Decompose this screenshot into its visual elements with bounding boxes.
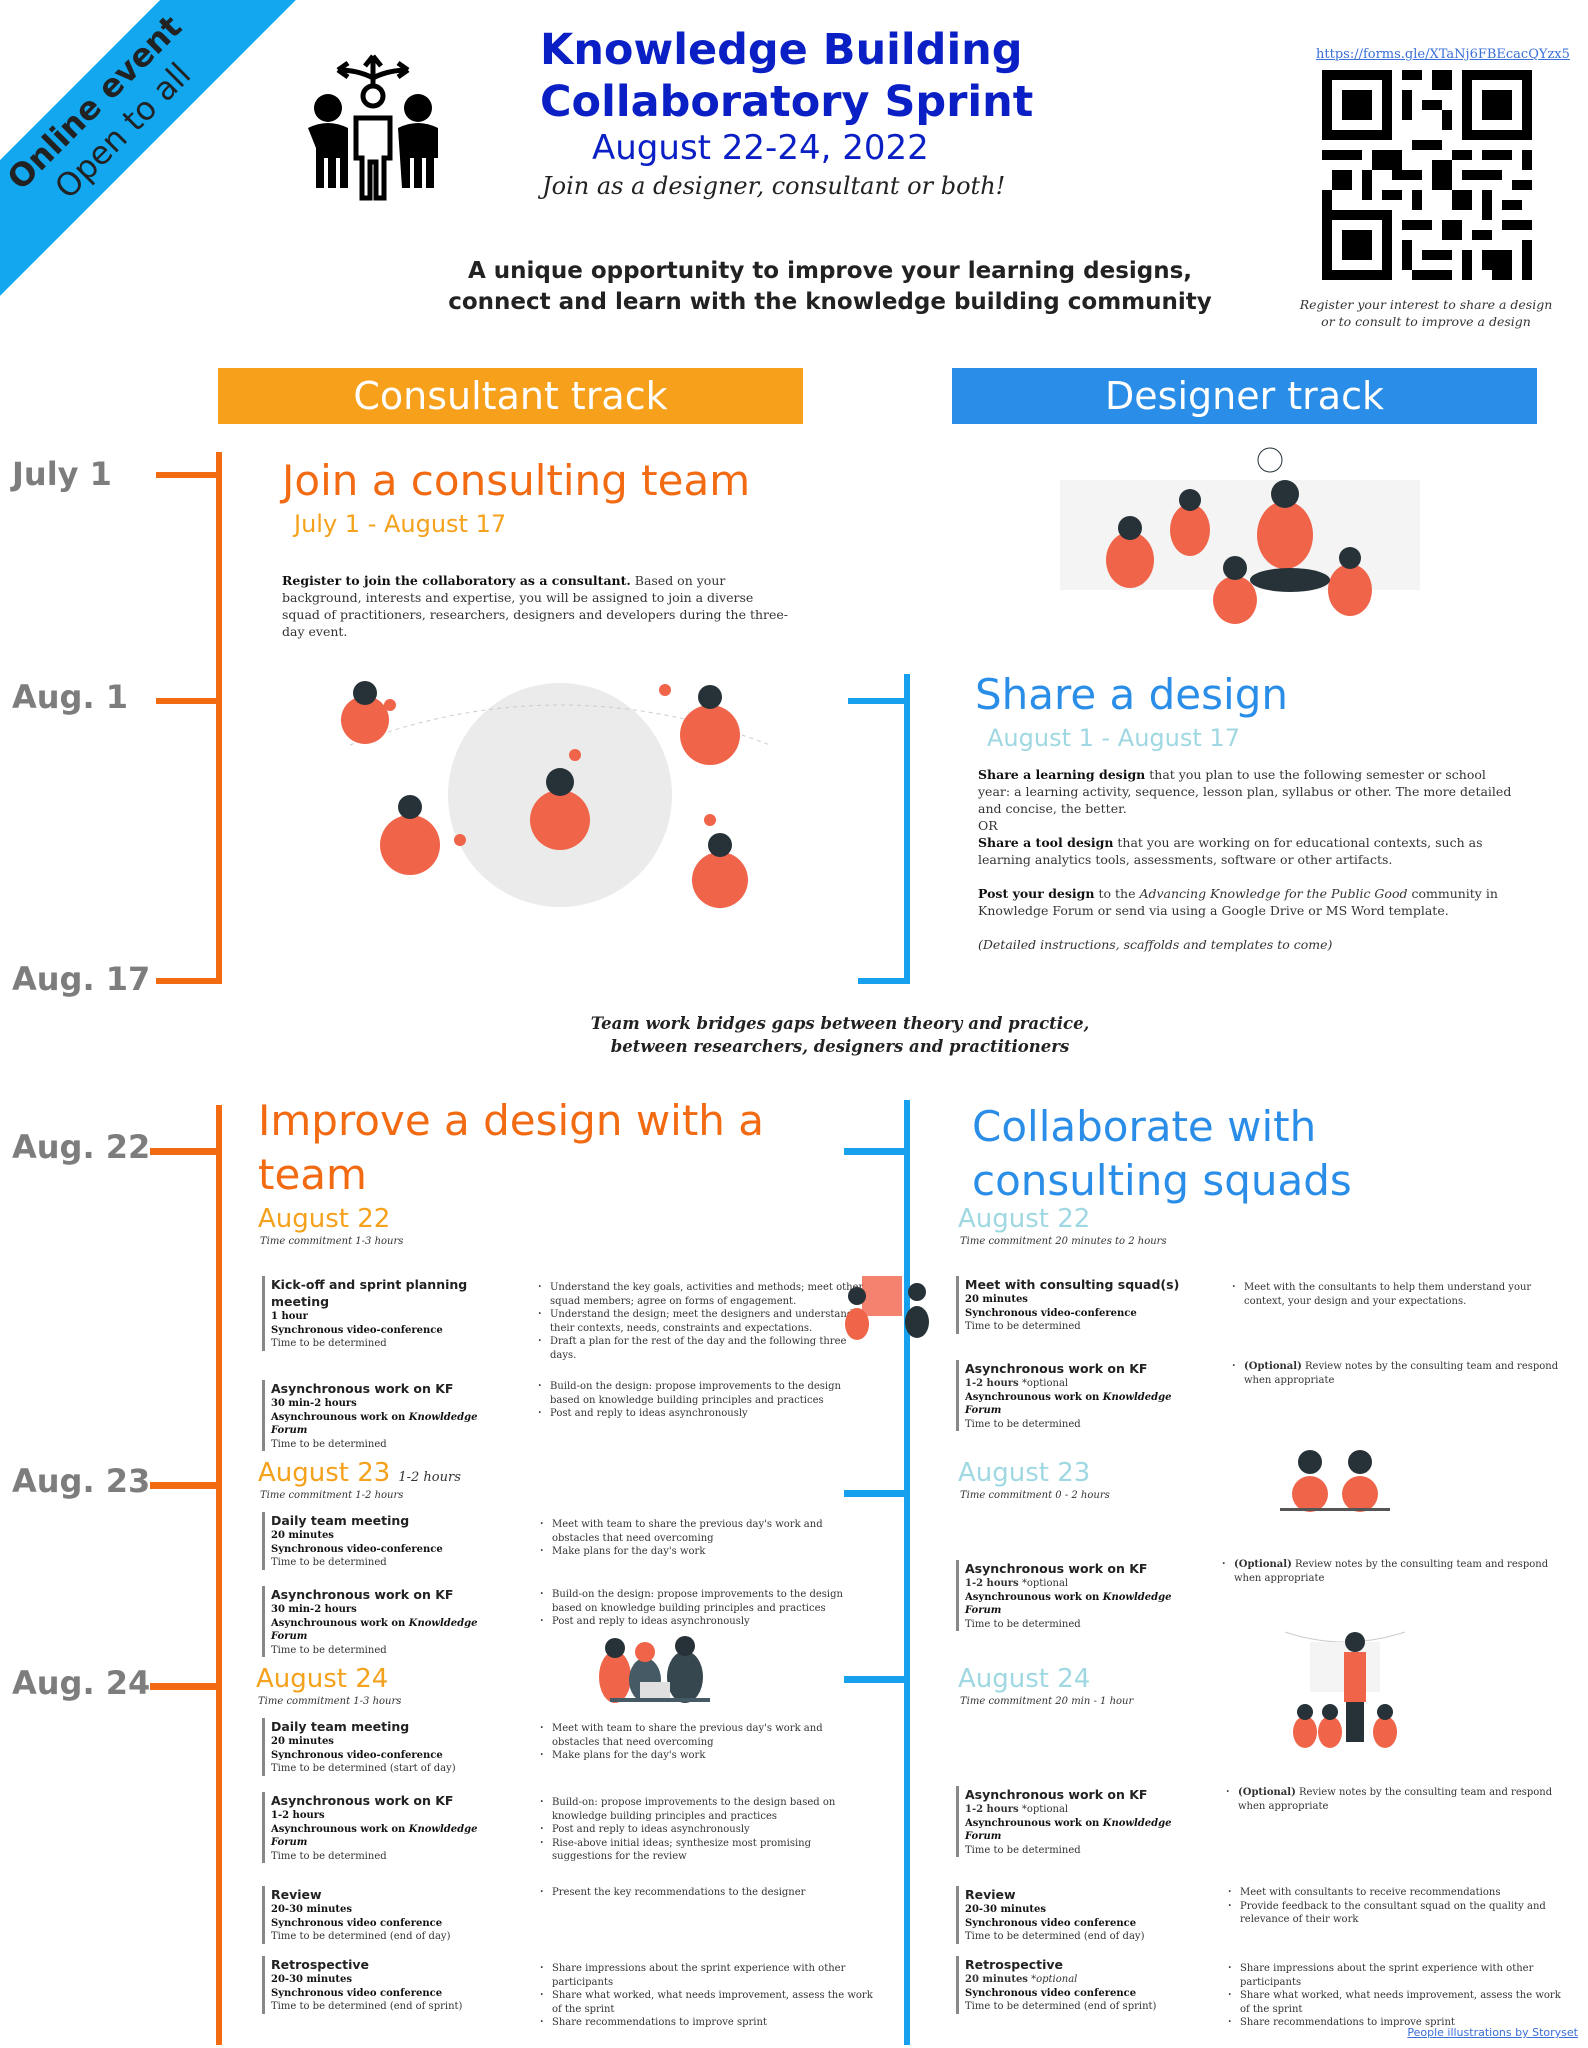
designer-day-aug-24: August 24 [958,1664,1091,1694]
activity-async-aug-22: Asynchronous work on KF 30 min-2 hours A… [262,1380,517,1451]
consultant-day-aug-22: August 22 [258,1204,391,1234]
share-design-dates: August 1 - August 17 [987,724,1240,752]
tick-july-1 [156,472,218,478]
registration-link[interactable]: https://forms.gle/XTaNj6FBEcacQYzx5 [1316,47,1570,62]
event-dates: August 22-24, 2022 [592,128,929,168]
activity-retrospective-consultant-bullets: Share impressions about the sprint exper… [540,1959,880,2030]
activity-async-aug-23-bullets: Build-on the design: propose improvement… [540,1585,870,1629]
activity-review-consultant: Review 20-30 minutes Synchronous video c… [262,1886,517,1944]
timeline-label-aug-17: Aug. 17 [12,960,151,998]
activity-retrospective-consultant: Retrospective 20-30 minutes Synchronous … [262,1956,517,2014]
tick-design-aug-24 [844,1676,906,1683]
team-puzzle-illustration [832,1266,942,1346]
tick-design-aug-22 [844,1148,906,1155]
join-team-description: Register to join the collaboratory as a … [282,573,789,639]
consultant-commitment-aug-23: Time commitment 1-2 hours [260,1490,404,1501]
tagline: A unique opportunity to improve your lea… [448,258,1212,315]
share-design-heading: Share a design [975,670,1288,719]
qr-code-icon[interactable] [1322,70,1532,280]
designer-day-aug-22: August 22 [958,1204,1091,1234]
consultant-timeline-bottom [216,1105,222,2045]
join-team-dates: July 1 - August 17 [294,510,507,538]
consultant-day-aug-24: August 24 [256,1664,389,1694]
team-directions-icon [298,48,448,208]
activity-async-design-aug-24: Asynchronous work on KF 1-2 hours *optio… [956,1786,1211,1857]
team-laptop-illustration [590,1632,720,1704]
classroom-illustration [1060,440,1420,630]
activity-review-consultant-bullets: Present the key recommendations to the d… [540,1883,870,1900]
activity-daily-meeting-aug-24-bullets: Meet with team to share the previous day… [540,1719,870,1763]
tick-design-aug-17 [858,978,906,984]
share-design-description: Share a learning design that you plan to… [978,767,1512,952]
timeline-label-aug-22: Aug. 22 [12,1128,151,1166]
tick-aug-22 [150,1148,218,1155]
study-illustration [1270,1438,1400,1518]
activity-kickoff: Kick-off and sprint planning meeting 1 h… [262,1276,517,1351]
activity-async-aug-24-bullets: Build-on: propose improvements to the de… [540,1793,870,1864]
consultant-commitment-aug-24: Time commitment 1-3 hours [258,1696,402,1707]
activity-review-designer: Review 20-30 minutes Synchronous video c… [956,1886,1211,1944]
consultant-track-header: Consultant track [218,368,803,424]
activity-daily-meeting-aug-23-bullets: Meet with team to share the previous day… [540,1515,870,1559]
activity-async-aug-22-bullets: Build-on the design: propose improvement… [538,1377,868,1421]
activity-async-design-aug-23-bullets: (Optional) Review notes by the consultin… [1222,1555,1552,1585]
consultant-commitment-aug-22: Time commitment 1-3 hours [260,1236,404,1247]
designer-timeline-top [904,674,910,984]
collaborate-heading: Collaborate with consulting squads [972,1102,1352,1205]
activity-retrospective-designer: Retrospective 20 minutes *optional Synch… [956,1956,1211,2014]
join-team-heading: Join a consulting team [282,456,751,505]
tick-aug-23 [150,1482,218,1489]
activity-async-aug-23: Asynchronous work on KF 30 min-2 hours A… [262,1586,517,1657]
activity-async-design-aug-22: Asynchronous work on KF 1-2 hours *optio… [956,1360,1211,1431]
designer-commitment-aug-23: Time commitment 0 - 2 hours [960,1490,1110,1501]
designer-commitment-aug-22: Time commitment 20 minutes to 2 hours [960,1236,1167,1247]
timeline-label-aug-24: Aug. 24 [12,1664,151,1702]
activity-daily-meeting-aug-24: Daily team meeting 20 minutes Synchronou… [262,1718,517,1776]
designer-timeline-bottom [904,1100,910,2045]
designer-track-header: Designer track [952,368,1537,424]
teacher-illustration [1280,1612,1410,1752]
designer-commitment-aug-24: Time commitment 20 min - 1 hour [960,1696,1134,1707]
online-event-ribbon: Online event Open to all [0,0,300,300]
tick-aug-1 [156,698,218,704]
event-title: Knowledge Building Collaboratory Sprint [540,25,1034,127]
join-subtitle: Join as a designer, consultant or both! [542,172,1006,200]
activity-async-aug-24: Asynchronous work on KF 1-2 hours Asynch… [262,1792,517,1863]
storyset-credit-link[interactable]: People illustrations by Storyset [1407,2026,1578,2039]
activity-async-design-aug-24-bullets: (Optional) Review notes by the consultin… [1226,1783,1556,1813]
timeline-label-july-1: July 1 [12,455,112,493]
tick-design-aug-23 [844,1490,906,1497]
tick-aug-17 [156,978,218,984]
designer-day-aug-23: August 23 [958,1458,1091,1488]
activity-daily-meeting-aug-23: Daily team meeting 20 minutes Synchronou… [262,1512,517,1570]
teamwork-quote: Team work bridges gaps between theory an… [590,1014,1090,1056]
global-consulting-illustration [310,645,810,920]
registration-caption: Register your interest to share a design… [1299,297,1553,329]
tick-design-aug-1 [848,698,906,704]
timeline-label-aug-1: Aug. 1 [12,678,129,716]
activity-async-design-aug-22-bullets: (Optional) Review notes by the consultin… [1232,1357,1562,1387]
activity-async-design-aug-23: Asynchronous work on KF 1-2 hours *optio… [956,1560,1211,1631]
activity-meet-squad-bullets: Meet with the consultants to help them u… [1232,1278,1562,1308]
activity-review-designer-bullets: Meet with consultants to receive recomme… [1228,1883,1568,1927]
tick-aug-24 [150,1683,218,1690]
activity-meet-squad: Meet with consulting squad(s) 20 minutes… [956,1276,1211,1334]
timeline-label-aug-23: Aug. 23 [12,1462,151,1500]
activity-kickoff-bullets: Understand the key goals, activities and… [538,1278,868,1362]
activity-retrospective-designer-bullets: Share impressions about the sprint exper… [1228,1959,1568,2030]
consultant-timeline-top [216,452,222,984]
improve-design-heading: Improve a design with a team [258,1096,765,1199]
